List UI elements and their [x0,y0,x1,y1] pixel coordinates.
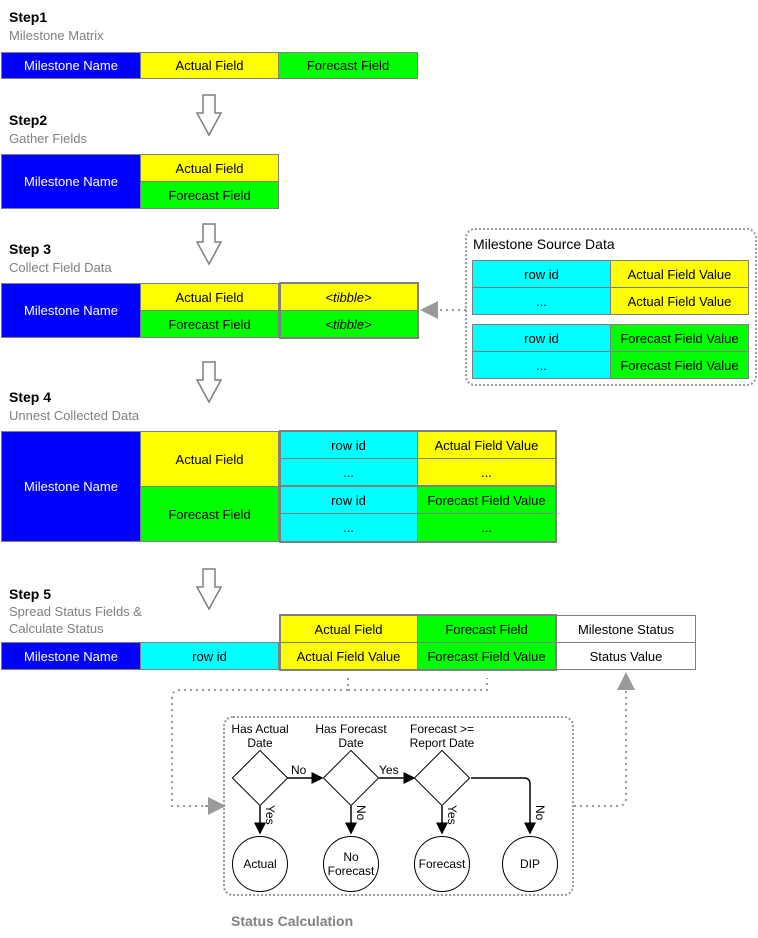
step2-actual-field: Actual Field [140,154,279,182]
step5-header-forecast-field: Forecast Field [417,615,556,643]
step1-subtitle: Milestone Matrix [9,28,104,43]
edge-label-q1-yes: Yes [263,805,277,825]
source-forecast-value-2: Forecast Field Value [610,351,749,379]
step3-title: Step 3 [9,241,52,257]
step1-forecast-field: Forecast Field [278,52,418,79]
calc-to-status-connector [574,672,635,807]
edge-label-q2-yes: Yes [379,763,399,777]
step2-subtitle: Gather Fields [9,131,88,146]
source-forecast-ellipsis: ... [472,351,611,379]
step4-forecast-value: Forecast Field Value [417,486,556,514]
source-data-panel [465,228,757,386]
step5-header-milestone-status: Milestone Status [556,615,696,643]
step5-status-value: Status Value [556,642,696,670]
outcome-forecast: Forecast [414,836,470,892]
step2-forecast-field: Forecast Field [140,181,279,209]
step4-forecast-row-ellipsis: ... [279,513,418,542]
step5-actual-value: Actual Field Value [279,642,418,670]
step3-subtitle: Collect Field Data [9,260,112,275]
source-forecast-value-1: Forecast Field Value [610,324,749,352]
edge-label-q3-no: No [533,805,547,821]
step5-header-actual-field: Actual Field [279,615,418,643]
step3-actual-tibble: <tibble> [279,283,418,311]
source-actual-row-id: row id [472,260,611,288]
step3-forecast-field: Forecast Field [140,310,279,338]
edge-label-q2-no: No [354,805,368,821]
step4-actual-row-ellipsis: ... [279,458,418,486]
step1-actual-field: Actual Field [140,52,279,79]
step-arrow-1 [195,94,223,137]
source-actual-value-2: Actual Field Value [610,287,749,315]
step2-milestone-name: Milestone Name [1,154,141,209]
step5-title: Step 5 [9,586,52,602]
source-actual-ellipsis: ... [472,287,611,315]
status-calculation-panel [223,716,574,896]
step5-subtitle-line1: Spread Status Fields & [9,604,142,619]
outcome-dip: DIP [502,836,558,892]
step1-milestone-name: Milestone Name [1,52,141,79]
step-arrow-3 [195,361,223,404]
source-data-title: Milestone Source Data [473,236,615,252]
step4-forecast-row-id: row id [279,486,418,514]
step5-forecast-value: Forecast Field Value [417,642,556,670]
step5-milestone-name: Milestone Name [1,642,141,670]
step4-milestone-name: Milestone Name [1,431,141,542]
step4-actual-value-ellipsis: ... [417,458,556,486]
edge-q3-dip-no [471,777,536,835]
step4-actual-row-id: row id [279,431,418,459]
outcome-actual: Actual [232,836,288,892]
step4-title: Step 4 [9,389,52,405]
step4-actual-field: Actual Field [140,431,279,487]
step-arrow-4 [195,568,223,611]
step4-forecast-value-ellipsis: ... [417,513,556,542]
step5-subtitle-line2: Calculate Status [9,621,104,636]
step2-title: Step2 [9,112,48,128]
source-actual-value-1: Actual Field Value [610,260,749,288]
step3-forecast-tibble: <tibble> [279,310,418,338]
step3-milestone-name: Milestone Name [1,283,141,338]
step1-title: Step1 [9,9,48,25]
q3-label: Forecast >=Report Date [409,722,475,750]
step3-actual-field: Actual Field [140,283,279,311]
status-calculation-caption: Status Calculation [231,913,354,929]
step-arrow-2 [195,223,223,266]
step4-actual-value: Actual Field Value [417,431,556,459]
edge-label-q3-yes: Yes [445,805,459,825]
values-to-calc-connector [171,678,488,807]
step5-row-id: row id [140,642,279,670]
step4-subtitle: Unnest Collected Data [9,408,140,423]
source-forecast-row-id: row id [472,324,611,352]
step4-forecast-field: Forecast Field [140,486,279,542]
edge-label-q1-no: No [291,763,307,777]
